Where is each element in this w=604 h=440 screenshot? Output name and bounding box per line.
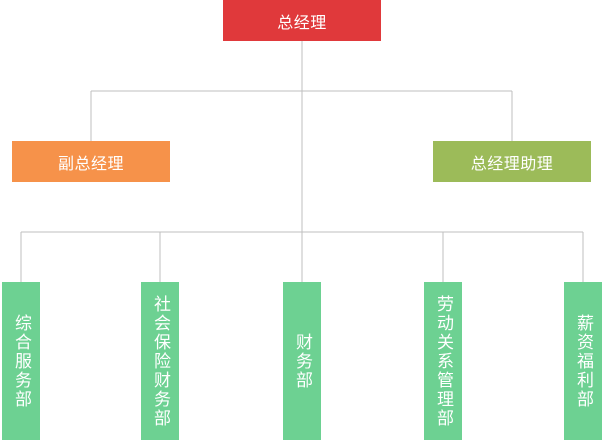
node-label: 副总经理 [57,153,124,173]
node-label: 总经理 [277,12,327,32]
node-label: 财务部 [292,332,312,390]
node-label: 劳动关系管理部 [433,294,453,428]
node-label: 社会保险财务部 [150,294,170,428]
node-deputy-general-manager: 副总经理 [12,141,170,182]
node-label: 总经理助理 [470,153,554,173]
node-department-labor-relations: 劳动关系管理部 [424,282,462,440]
node-general-manager: 总经理 [223,0,381,41]
node-department-general-services: 综合服务部 [2,282,40,440]
node-department-finance: 财务部 [283,282,321,440]
node-label: 综合服务部 [11,313,31,409]
node-department-social-insurance-finance: 社会保险财务部 [141,282,179,440]
node-label: 薪资福利部 [573,313,593,409]
node-department-compensation-benefits: 薪资福利部 [564,282,602,440]
node-general-manager-assistant: 总经理助理 [433,141,591,182]
